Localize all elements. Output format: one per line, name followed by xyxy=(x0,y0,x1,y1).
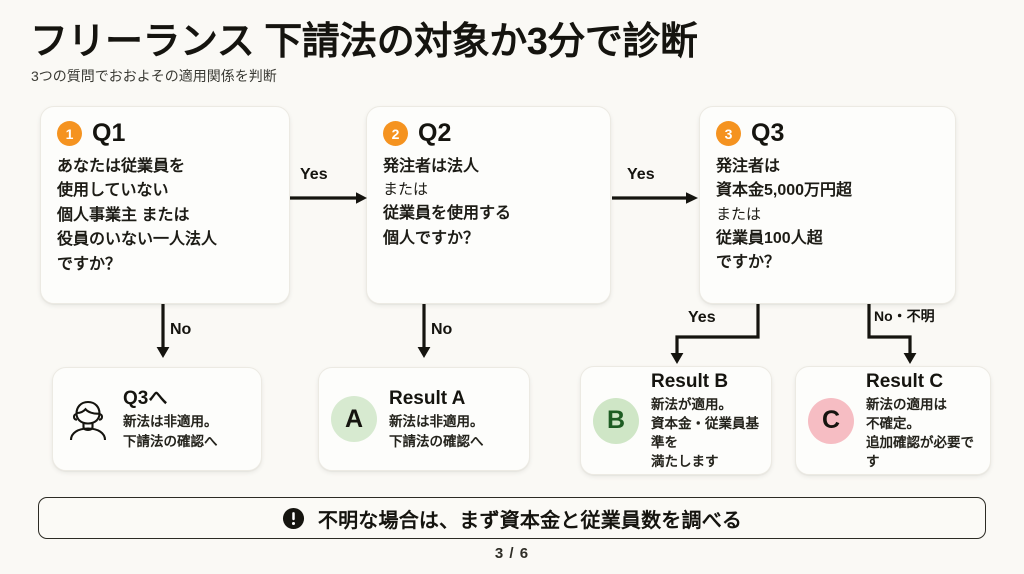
connector-label-q3-yes: Yes xyxy=(688,309,716,326)
connector-q1-to-q2 xyxy=(290,190,370,206)
q1-body: あなたは従業員を 使用していない 個人事業主 または 役員のいない一人法人 です… xyxy=(57,155,273,277)
q1-line-2: 使用していない xyxy=(57,182,169,200)
q3-step-badge: 3 xyxy=(716,121,741,146)
q2-body: 発注者は法人 または 従業員を使用する 個人ですか？ xyxy=(383,155,594,251)
result-c-line-1: 新法の適用は xyxy=(866,396,947,412)
result-card-q3e[interactable]: Q3へ 新法は非適用。 下請法の確認へ xyxy=(52,367,262,471)
connector-q2-down xyxy=(415,304,433,360)
q1-line-3: 個人事業主 または xyxy=(57,206,190,224)
q3-label: Q3 xyxy=(751,119,785,147)
q3-line-1: 発注者は xyxy=(716,158,781,175)
result-c-texts: Result C 新法の適用は 不確定。 追加確認が必要です xyxy=(866,370,978,472)
person-icon xyxy=(65,396,111,442)
q3-line-5: ですか？ xyxy=(716,254,781,272)
result-a-letter-badge: A xyxy=(331,396,377,442)
result-q3e-line-2: 下請法の確認へ xyxy=(123,433,218,449)
q3-header: 3 Q3 xyxy=(716,121,939,146)
result-q3e-line-1: 新法は非適用。 xyxy=(123,414,218,430)
connector-q1-down xyxy=(154,304,172,360)
q1-step-badge: 1 xyxy=(57,121,82,146)
question-card-q2[interactable]: 2 Q2 発注者は法人 または 従業員を使用する 個人ですか？ xyxy=(366,106,611,304)
result-c-title: Result C xyxy=(866,370,944,392)
q1-line-5: ですか？ xyxy=(57,255,122,273)
result-q3e-title: Q3へ xyxy=(123,388,168,410)
connector-label-q1-down: No xyxy=(170,321,192,338)
q2-label: Q2 xyxy=(418,119,452,147)
note-banner: 不明な場合は、まず資本金と従業員数を調べる xyxy=(38,497,986,539)
q2-line-1: 発注者は法人 xyxy=(383,158,480,175)
page-indicator: 3 / 6 xyxy=(494,545,530,562)
q1-label: Q1 xyxy=(92,119,126,147)
connector-q2-to-q3 xyxy=(612,190,702,206)
result-b-texts: Result B 新法が適用。 資本金・従業員基準を 満たします xyxy=(651,370,759,472)
connector-label-q2-down: No xyxy=(431,321,453,338)
connector-label-q3-no: No・不明 xyxy=(874,308,935,324)
q2-header: 2 Q2 xyxy=(383,121,594,146)
result-q3e-texts: Q3へ 新法は非適用。 下請法の確認へ xyxy=(123,387,218,450)
q1-line-4: 役員のいない一人法人 xyxy=(57,231,218,249)
result-card-a[interactable]: A Result A 新法は非適用。 下請法の確認へ xyxy=(318,367,530,471)
q3-body: 発注者は 資本金5,000万円超 または 従業員100人超 ですか？ xyxy=(716,155,939,276)
q3-line-2: 資本金5,000万円超 xyxy=(716,182,853,200)
result-c-line-3: 追加確認が必要です xyxy=(866,435,974,470)
q2-line-4: 個人ですか？ xyxy=(383,229,480,247)
result-c-letter-badge: C xyxy=(808,397,854,444)
connector-q3-yes xyxy=(668,304,768,366)
connector-label-q1-q2: Yes xyxy=(300,166,328,183)
result-a-line-2: 下請法の確認へ xyxy=(389,433,484,449)
result-card-c[interactable]: C Result C 新法の適用は 不確定。 追加確認が必要です xyxy=(795,366,991,475)
connector-q3-no xyxy=(860,304,930,366)
exclamation-circle-icon xyxy=(282,507,305,530)
question-card-q1[interactable]: 1 Q1 あなたは従業員を 使用していない 個人事業主 または 役員のいない一人… xyxy=(40,106,290,304)
q2-line-3: 従業員を使用する xyxy=(383,205,512,223)
page-subtitle: 3つの質問でおおよその適用関係を判断 xyxy=(31,68,277,84)
q2-step-badge: 2 xyxy=(383,121,408,146)
result-b-title: Result B xyxy=(651,370,729,392)
connector-label-q2-q3: Yes xyxy=(627,166,655,183)
result-a-line-1: 新法は非適用。 xyxy=(389,414,484,430)
result-a-title: Result A xyxy=(389,388,466,410)
page-title: フリーランス 下請法の対象か3分で診断 xyxy=(30,21,698,63)
result-a-texts: Result A 新法は非適用。 下請法の確認へ xyxy=(389,387,484,450)
result-b-line-1: 新法が適用。 xyxy=(651,396,732,412)
note-banner-text: 不明な場合は、まず資本金と従業員数を調べる xyxy=(317,509,743,532)
q2-line-2: または xyxy=(383,181,429,199)
result-card-b[interactable]: B Result B 新法が適用。 資本金・従業員基準を 満たします xyxy=(580,366,772,475)
question-card-q3[interactable]: 3 Q3 発注者は 資本金5,000万円超 または 従業員100人超 ですか？ xyxy=(699,106,956,304)
q1-header: 1 Q1 xyxy=(57,121,273,146)
q3-line-3: または xyxy=(716,205,762,223)
result-b-line-3: 満たします xyxy=(651,454,719,470)
q1-line-1: あなたは従業員を xyxy=(57,158,186,175)
result-c-line-2: 不確定。 xyxy=(866,415,920,431)
result-b-line-2: 資本金・従業員基準を xyxy=(651,415,759,451)
q3-line-4: 従業員100人超 xyxy=(716,229,823,247)
result-b-letter-badge: B xyxy=(593,397,639,444)
